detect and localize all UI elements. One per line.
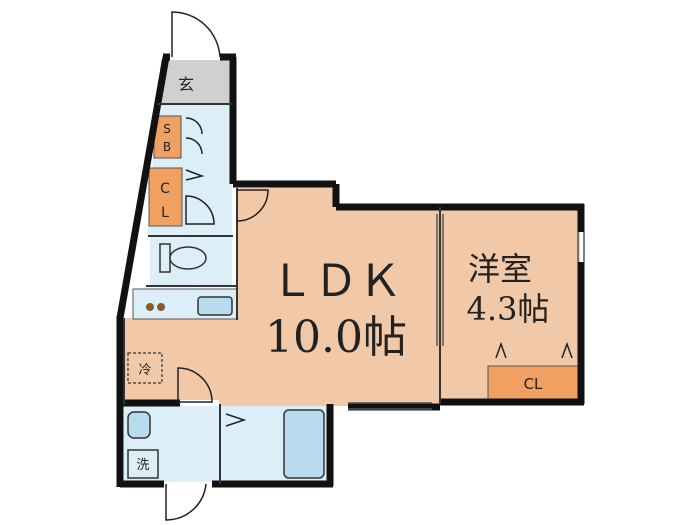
- shoe-box-label-1: S: [163, 122, 171, 136]
- kitchen-sink: [197, 296, 233, 316]
- washer-space: [127, 449, 159, 479]
- ldk-size: 10.0帖: [265, 312, 407, 363]
- wash-basin: [127, 411, 151, 439]
- closet-left: [148, 167, 183, 227]
- ldk-room: [124, 184, 440, 406]
- entrance-area: [157, 60, 232, 104]
- walls: [116, 53, 585, 488]
- closet-right: [487, 365, 579, 401]
- shoe-box: [153, 115, 182, 159]
- entrance-label: 玄: [178, 75, 194, 94]
- washer-label: 洗: [136, 458, 149, 473]
- shoe-box-label-2: B: [163, 140, 171, 154]
- western-size: 4.3帖: [467, 290, 550, 328]
- ldk-window: [348, 402, 432, 410]
- bathtub: [283, 409, 325, 479]
- stove: [146, 303, 165, 311]
- closet-left-label-2: L: [161, 205, 169, 221]
- doors: [165, 11, 573, 521]
- sliding-door: [436, 214, 585, 346]
- refrigerator-label: 冷: [138, 363, 151, 378]
- ldk-name: ＬＤＫ: [270, 256, 402, 307]
- western-name: 洋室: [468, 250, 532, 288]
- interior-walls: [123, 103, 441, 484]
- closet-left-label-1: C: [160, 181, 170, 197]
- closet-right-label: CL: [524, 375, 543, 393]
- refrigerator-space: [127, 352, 163, 384]
- toilet: [159, 243, 207, 273]
